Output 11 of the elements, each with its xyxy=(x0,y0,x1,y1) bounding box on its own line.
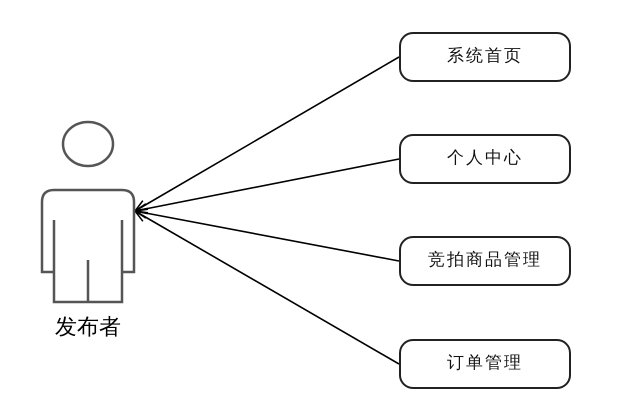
use-case-label: 竞拍商品管理 xyxy=(428,249,542,272)
actor-name: 发布者 xyxy=(55,317,121,339)
use-case-label: 系统首页 xyxy=(447,45,523,68)
use-case-box xyxy=(399,339,571,389)
use-case-box xyxy=(399,32,571,82)
association-arrow xyxy=(134,210,400,365)
association-arrow xyxy=(134,56,400,212)
use-case-box xyxy=(399,236,571,286)
use-case-label: 个人中心 xyxy=(447,147,523,170)
use-case-box xyxy=(399,134,571,184)
use-case-label: 订单管理 xyxy=(447,352,523,376)
